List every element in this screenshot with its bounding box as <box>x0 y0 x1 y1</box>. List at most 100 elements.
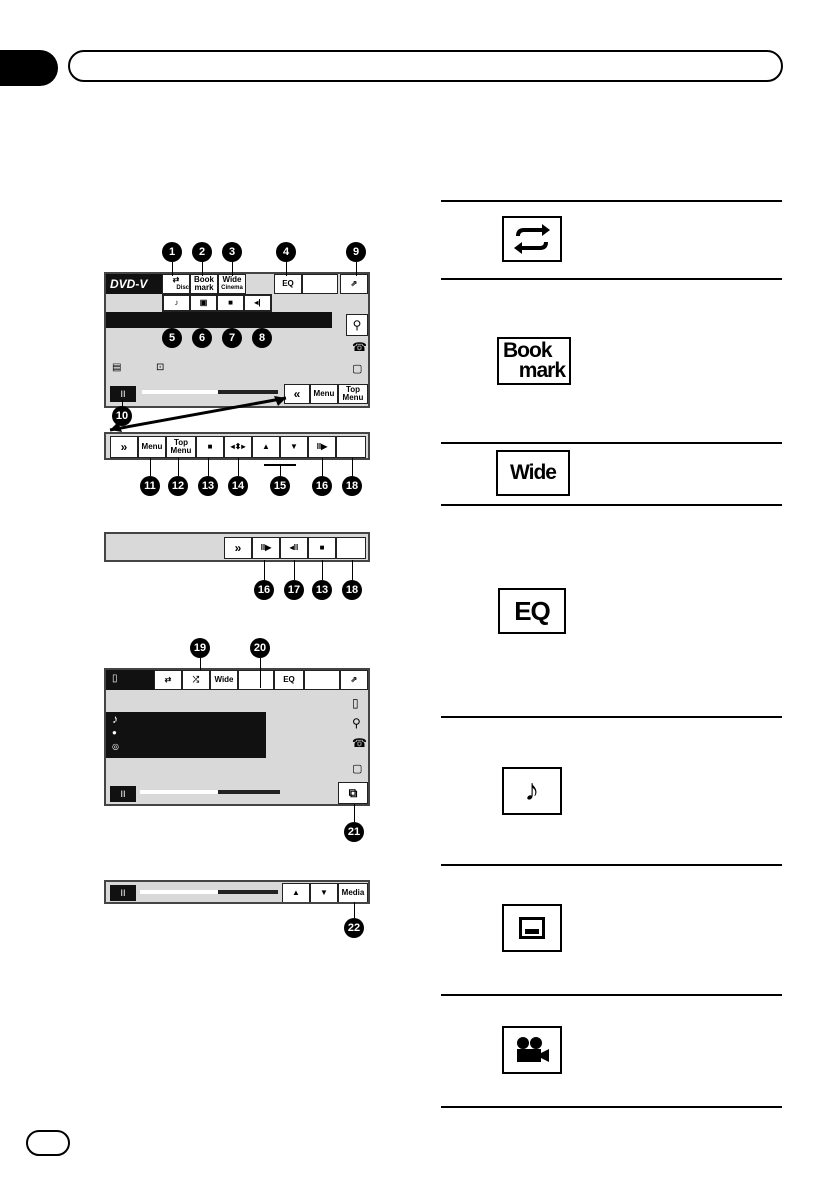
handset-icon[interactable]: ☎ <box>352 736 367 750</box>
eq-button-ipod[interactable]: EQ <box>274 670 304 690</box>
wide-mode-label: Cinema <box>221 285 243 291</box>
callout-13b: 13 <box>312 580 332 600</box>
dvd-screen: DVD-V ⇄ Disc Book mark Wide Cinema EQ ⇗ … <box>104 272 370 408</box>
ipod-icon: ▯ <box>112 673 118 684</box>
pause-button[interactable]: II <box>110 386 136 402</box>
progress-fill-ipod <box>140 790 218 794</box>
progress-fill <box>142 390 218 394</box>
repeat-label: Disc <box>176 285 189 291</box>
wide-icon-large: Wide <box>496 450 570 496</box>
table-rule-1 <box>441 200 782 202</box>
callout-11: 11 <box>140 476 160 496</box>
stop-button[interactable]: ■ <box>196 436 224 458</box>
bookmark-label-line1: Book <box>503 339 552 362</box>
blank-button-3[interactable] <box>336 537 366 559</box>
step-back-button[interactable]: ◂II <box>280 537 308 559</box>
callout-10: 10 <box>112 406 132 426</box>
phone-icon[interactable]: ☎ <box>352 340 367 354</box>
leader-16b <box>264 560 265 580</box>
leader-4 <box>286 262 287 276</box>
down-button-ipod[interactable]: ▼ <box>310 883 338 902</box>
expand-button-ipod[interactable]: ⇗ <box>340 670 368 690</box>
blank-button-ipod[interactable] <box>304 670 340 690</box>
repeat-button-ipod[interactable]: ⇄ <box>154 670 182 690</box>
table-rule-8 <box>441 1106 782 1108</box>
photo-icon[interactable]: ▢ <box>352 363 363 375</box>
bookmark-button[interactable]: Book mark <box>190 274 218 294</box>
eq-label-large: EQ <box>514 595 551 626</box>
callout-17: 17 <box>284 580 304 600</box>
app-mode-button[interactable]: ⧉ <box>338 782 368 804</box>
screen-icon-large <box>502 904 562 952</box>
callout-16b: 16 <box>254 580 274 600</box>
artist-icon: ● <box>112 728 117 737</box>
wide-button[interactable]: Wide Cinema <box>218 274 246 294</box>
repeat-button[interactable]: ⇄ Disc <box>162 274 190 294</box>
bookmark-label-line2: mark <box>518 359 566 382</box>
callout-16: 16 <box>312 476 332 496</box>
audiobook-speed-button[interactable] <box>238 670 274 690</box>
dvd-logo: DVD-V <box>110 277 148 291</box>
dvd-control-strip: » Menu Top Menu ■ ◂⬍▸ ▲ ▼ II▶ <box>104 432 370 460</box>
expand-button[interactable]: ⇗ <box>340 274 368 294</box>
table-rule-4 <box>441 504 782 506</box>
leader-1 <box>172 262 173 276</box>
menu-button[interactable]: Menu <box>310 384 338 404</box>
bookmark-icon-large: Book mark <box>497 337 571 385</box>
repeat-icon-2: ⇄ <box>164 675 172 684</box>
camera-icon[interactable]: ■ <box>217 295 244 311</box>
search-icon-2[interactable]: ⚲ <box>352 716 361 730</box>
header-title-frame <box>68 50 783 82</box>
up-button-ipod[interactable]: ▲ <box>282 883 310 902</box>
music-note-icon[interactable]: ♪ <box>163 295 190 311</box>
table-rule-7 <box>441 994 782 996</box>
top-menu-button-2[interactable]: Top Menu <box>166 436 196 458</box>
album-icon: ◎ <box>112 742 119 751</box>
callout-18b: 18 <box>342 580 362 600</box>
photo-icon-2[interactable]: ▢ <box>352 763 363 775</box>
step-forward-button-2[interactable]: II▶ <box>252 537 280 559</box>
title-bar <box>106 312 332 328</box>
leader-13b <box>322 560 323 580</box>
top-menu-button[interactable]: Top Menu <box>338 384 368 404</box>
blank-button-2[interactable] <box>336 436 366 458</box>
search-icon[interactable]: ⚲ <box>346 314 368 336</box>
skip-button[interactable]: » <box>110 436 138 458</box>
track-info-panel: ♪ ● ◎ <box>106 712 266 758</box>
shuffle-button[interactable]: ⤮ <box>182 670 210 690</box>
skip-button-2[interactable]: » <box>224 537 252 559</box>
callout-13: 13 <box>198 476 218 496</box>
table-rule-2 <box>441 278 782 280</box>
up-button[interactable]: ▲ <box>252 436 280 458</box>
leader-3 <box>232 262 233 276</box>
media-button[interactable]: Media <box>338 883 368 902</box>
menu-button-2[interactable]: Menu <box>138 436 166 458</box>
expand-icon: ⇗ <box>350 279 358 288</box>
pause-button-ipod-2[interactable]: II <box>110 885 136 901</box>
callout-14: 14 <box>228 476 248 496</box>
leader-9 <box>356 262 357 276</box>
back-arrows-button[interactable]: « <box>284 384 310 404</box>
table-rule-3 <box>441 442 782 444</box>
callout-15: 15 <box>270 476 290 496</box>
blank-button[interactable] <box>302 274 338 294</box>
stop-button-2[interactable]: ■ <box>308 537 336 559</box>
dpad-button[interactable]: ◂⬍▸ <box>224 436 252 458</box>
leader-14 <box>238 458 239 476</box>
leader-13 <box>208 458 209 476</box>
eq-button[interactable]: EQ <box>274 274 302 294</box>
pause-button-ipod[interactable]: II <box>110 786 136 802</box>
chapter-icon: ⊡ <box>156 362 165 373</box>
step-forward-button[interactable]: II▶ <box>308 436 336 458</box>
callout-18: 18 <box>342 476 362 496</box>
wide-button-ipod[interactable]: Wide <box>210 670 238 690</box>
leader-19 <box>200 658 201 670</box>
screen-icon[interactable]: ▣ <box>190 295 217 311</box>
down-button[interactable]: ▼ <box>280 436 308 458</box>
callout-1: 1 <box>162 242 182 262</box>
speaker-icon[interactable]: ◂| <box>244 295 271 311</box>
leader-12 <box>178 458 179 476</box>
phone-icon-2[interactable]: ▯ <box>352 696 359 710</box>
source-icon: ▤ <box>112 362 122 373</box>
leader-22 <box>354 902 355 918</box>
